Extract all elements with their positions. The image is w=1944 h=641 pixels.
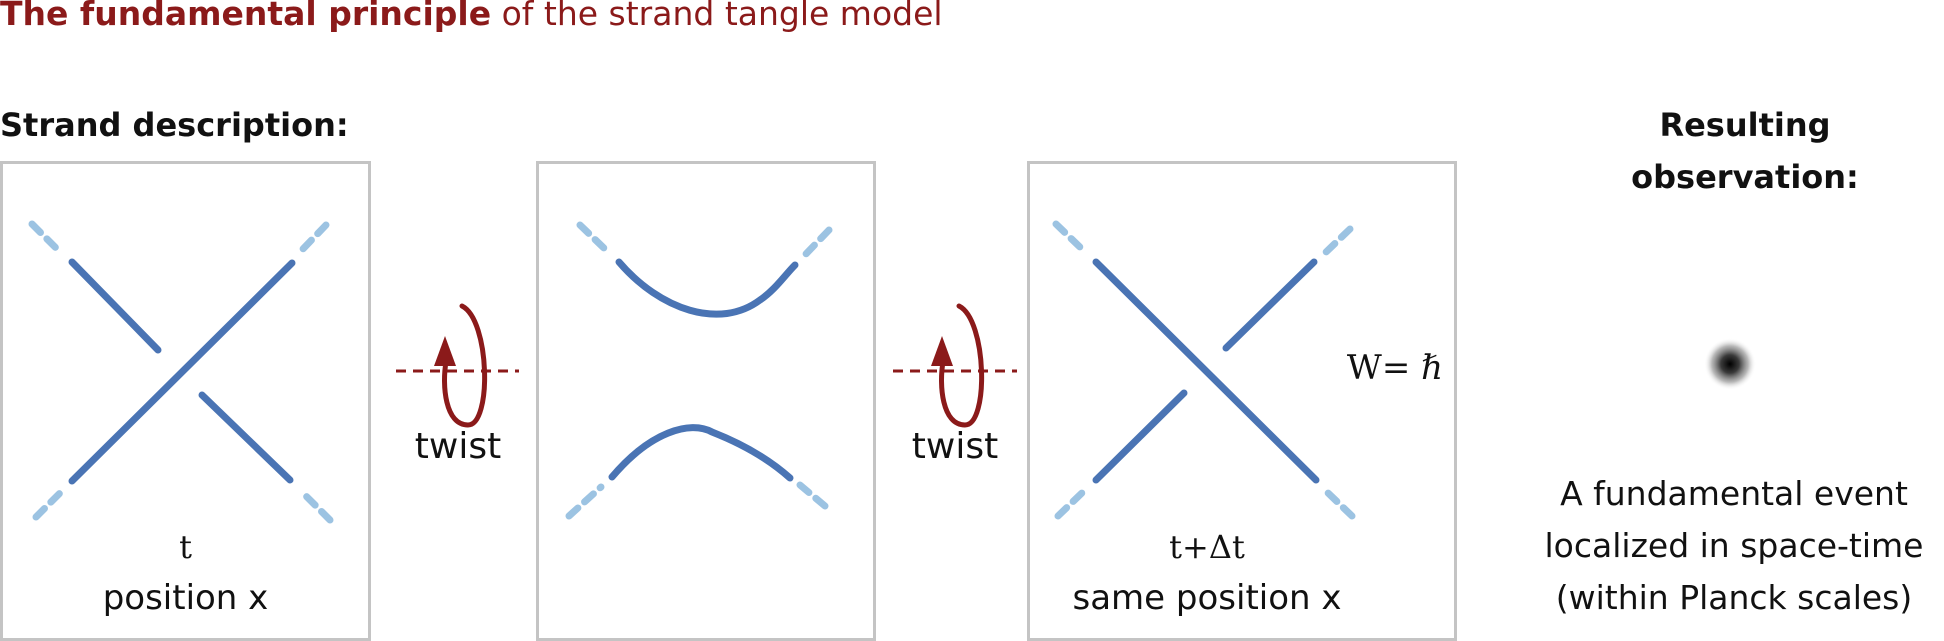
strand-upper-arc bbox=[615, 258, 799, 318]
panel-before bbox=[0, 161, 371, 641]
strand-end-after-bottom-right bbox=[1323, 488, 1356, 520]
crossing-after bbox=[1052, 220, 1356, 520]
twist-label-1: twist bbox=[414, 426, 502, 467]
observation-line-2: localized in space-time bbox=[1544, 526, 1924, 565]
strand-end-bottom-left bbox=[32, 487, 66, 521]
position-label-before: position x bbox=[102, 578, 269, 618]
figure-title-rest: of the strand tangle model bbox=[491, 0, 943, 33]
strand-under-bottom bbox=[198, 391, 294, 484]
twist-arrowhead-2 bbox=[931, 336, 953, 366]
strand-end-mid-top-right bbox=[799, 226, 833, 261]
strand-end-after-top-left bbox=[1052, 220, 1087, 254]
figure-title: The fundamental principle of the strand … bbox=[0, 0, 943, 33]
strands-middle bbox=[565, 221, 833, 520]
twist-arrow-1 bbox=[396, 303, 519, 428]
panel-after bbox=[1027, 161, 1457, 641]
strand-under-top bbox=[68, 258, 162, 354]
strand-end-mid-bottom-right bbox=[796, 481, 829, 510]
strand-under-bottom-after bbox=[1092, 389, 1188, 484]
strand-under-top-after bbox=[1222, 258, 1318, 352]
strand-end-after-top-right bbox=[1321, 225, 1354, 257]
action-label: W= ℏ bbox=[1346, 348, 1444, 388]
time-label-before: t bbox=[179, 528, 192, 566]
strand-description-heading: Strand description: bbox=[0, 106, 349, 144]
strand-end-after-bottom-left bbox=[1054, 486, 1089, 520]
twist-arrowhead-1 bbox=[434, 336, 456, 366]
crossing-before bbox=[28, 220, 334, 524]
strand-over bbox=[68, 259, 296, 485]
resulting-observation-heading-line1: Resulting bbox=[1659, 106, 1831, 144]
strand-end-top-left bbox=[28, 220, 62, 254]
event-blob bbox=[1704, 338, 1756, 390]
figure-title-bold: The fundamental principle bbox=[0, 0, 492, 33]
strand-lower-arc bbox=[608, 424, 794, 482]
strand-end-mid-bottom-left bbox=[565, 483, 605, 520]
observation-line-3: (within Planck scales) bbox=[1555, 578, 1913, 617]
strand-over-after bbox=[1092, 258, 1320, 484]
twist-label-2: twist bbox=[911, 426, 999, 467]
resulting-observation-heading-line2: observation: bbox=[1631, 158, 1859, 196]
twist-loop-2 bbox=[939, 303, 985, 428]
strand-end-mid-top-left bbox=[576, 221, 612, 256]
strand-end-bottom-right bbox=[298, 488, 334, 524]
observation-line-1: A fundamental event bbox=[1560, 474, 1908, 513]
twist-loop-1 bbox=[442, 303, 488, 428]
position-label-after: same position x bbox=[1072, 578, 1342, 618]
twist-arrow-2 bbox=[893, 303, 1017, 428]
strand-end-top-right bbox=[296, 221, 330, 256]
time-label-after: t+Δt bbox=[1169, 528, 1245, 566]
